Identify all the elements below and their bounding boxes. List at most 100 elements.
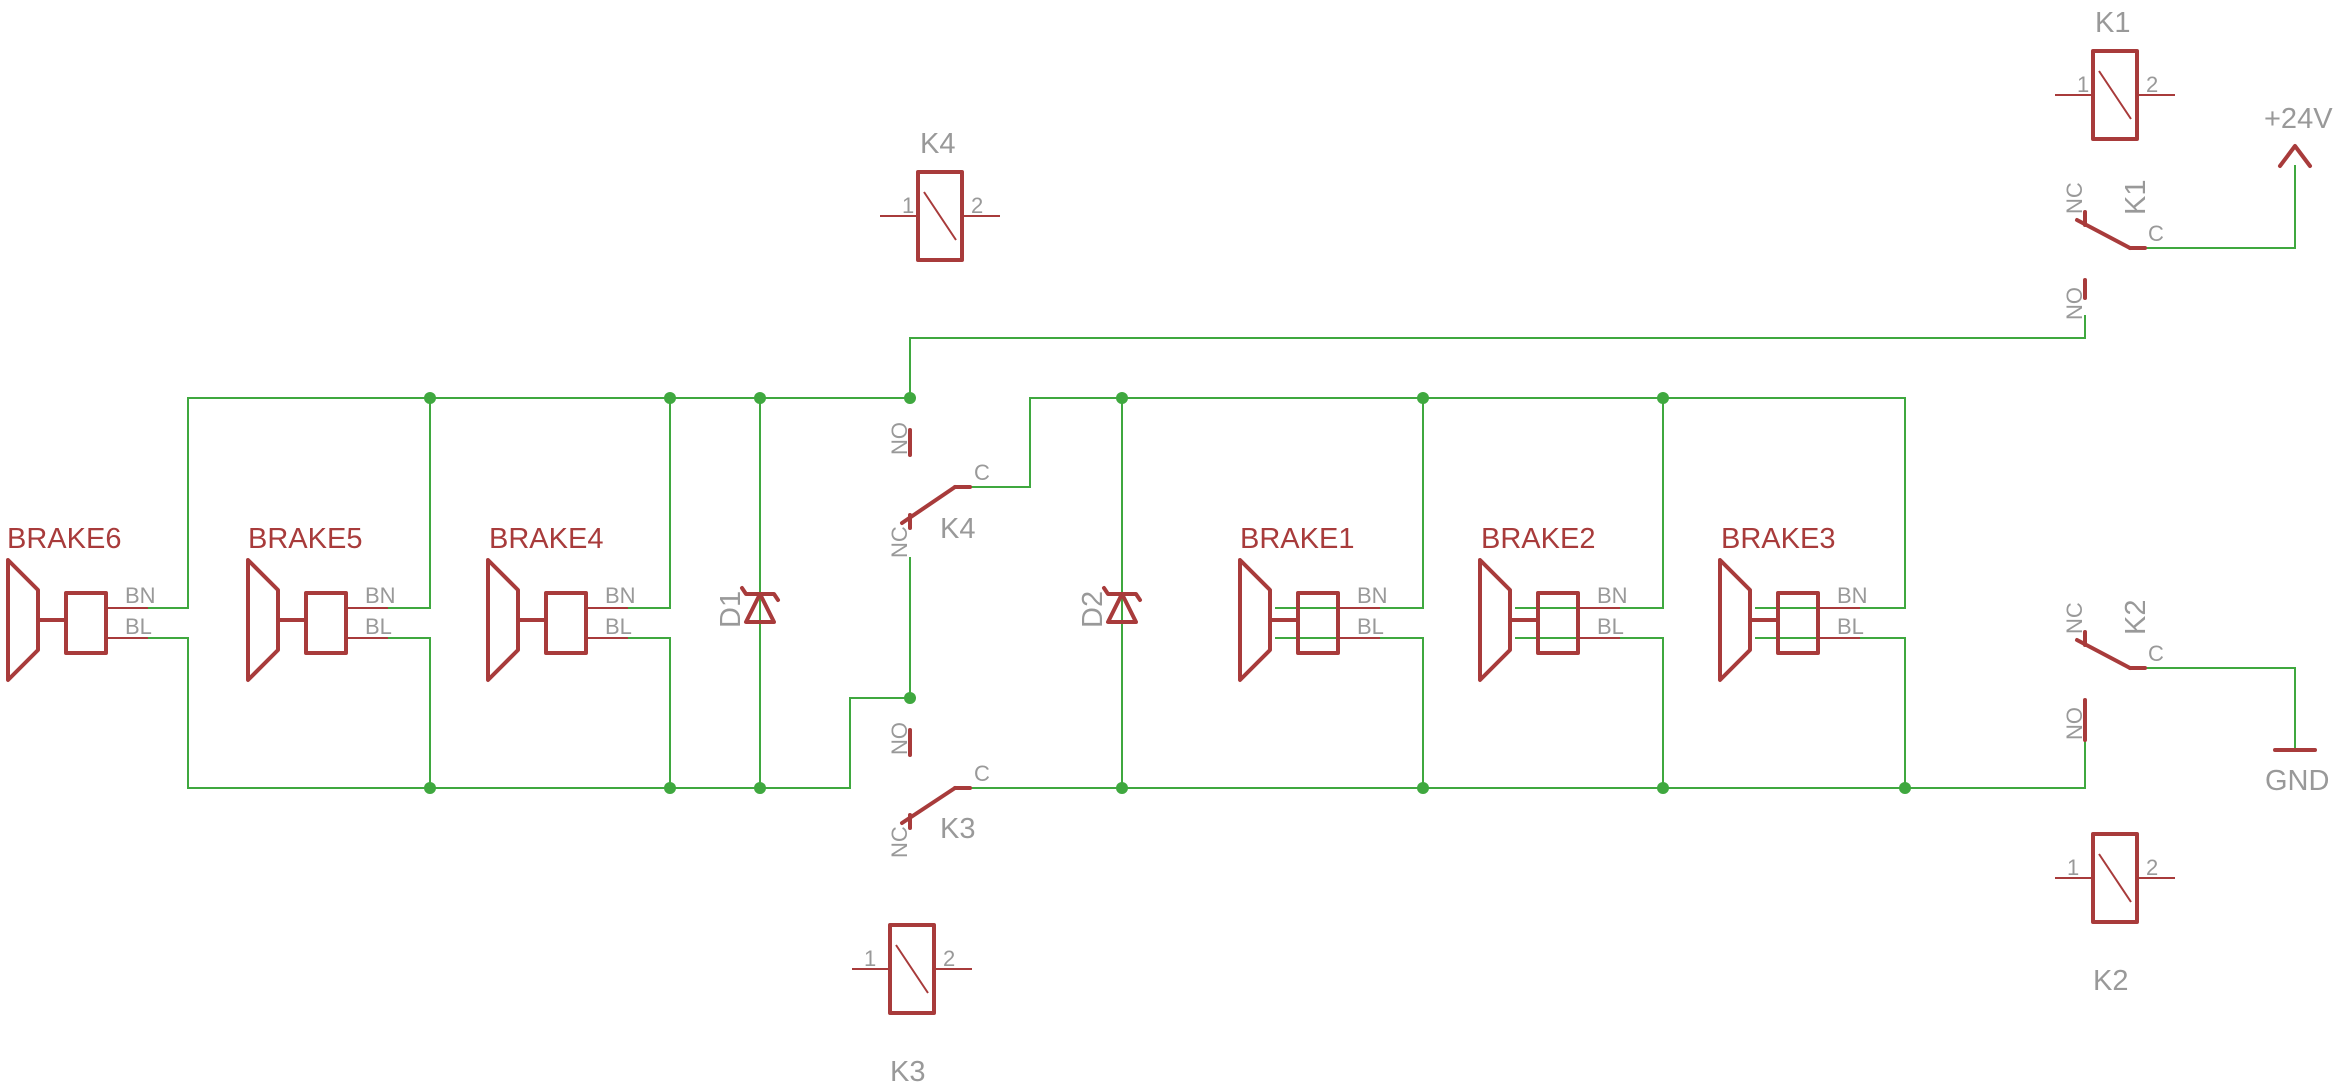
- junction: [904, 392, 916, 404]
- wire-brake4-top: [628, 398, 671, 609]
- brake-coil: [1296, 591, 1340, 655]
- brake-coil: [1776, 591, 1820, 655]
- coil-pin2-label: 2: [971, 193, 983, 218]
- wire-brake5-bottom: [388, 637, 431, 788]
- switch-c-label: C: [2148, 641, 2164, 666]
- brake-pin-bn-label: BN: [1837, 583, 1868, 608]
- brake-pin-bn-label: BN: [365, 583, 396, 608]
- brake-pin-bl-label: BL: [1597, 614, 1624, 639]
- supply-arrow-icon: [2278, 144, 2312, 168]
- junction: [1116, 782, 1128, 794]
- supply-label: +24V: [2264, 103, 2333, 135]
- brake-pin-bl-label: BL: [1357, 614, 1384, 639]
- diode-d2: D2: [1077, 586, 1142, 628]
- switch-nc-label: NC: [2062, 602, 2087, 634]
- brake-coil: [64, 591, 108, 655]
- diode-cathode: [1102, 586, 1142, 602]
- brake-brake4: BRAKE4 BN BL: [486, 523, 636, 682]
- coil-pin1-label: 1: [864, 946, 876, 971]
- brake-pin-bl-label: BL: [365, 614, 392, 639]
- junction: [1899, 782, 1911, 794]
- junction: [1657, 782, 1669, 794]
- brake-brake1: BRAKE1 BN BL: [1238, 523, 1388, 682]
- coil-slash: [923, 191, 957, 241]
- switch-name: K1: [2120, 180, 2152, 215]
- power-gnd: GND: [2265, 748, 2329, 797]
- switch-name: K3: [940, 813, 975, 845]
- ground-label: GND: [2265, 765, 2329, 797]
- diode-triangle: [744, 592, 776, 624]
- wire-brake1-top: [1275, 398, 1424, 609]
- brake-coil: [544, 591, 588, 655]
- coil-pin2-label: 2: [2146, 855, 2158, 880]
- switch-nc-label: NC: [887, 526, 912, 558]
- relay-switch-k1: NC NO C K1: [2062, 180, 2164, 320]
- brake-brake6: BRAKE6 BN BL: [6, 523, 156, 682]
- brake-cone: [1478, 558, 1512, 682]
- coil-slash: [2098, 853, 2132, 903]
- coil-pin1-label: 1: [2067, 855, 2079, 880]
- brake-pin-bn-label: BN: [1597, 583, 1628, 608]
- switch-nc-label: NC: [2062, 182, 2087, 214]
- relay-coil-k4: 1 2 K4: [880, 128, 1000, 262]
- wire-k3c-right-bottom: [970, 740, 2086, 789]
- wire-brake1-bottom: [1275, 637, 1424, 788]
- coil-name: K2: [2093, 965, 2128, 997]
- diode-triangle: [1106, 592, 1138, 624]
- brake-pin-bl-label: BL: [125, 614, 152, 639]
- coil-pin2-label: 2: [943, 946, 955, 971]
- relay-switch-k2: NC NO C K2: [2062, 600, 2164, 742]
- junction: [754, 392, 766, 404]
- coil-pin1-label: 1: [2077, 72, 2089, 97]
- relay-coil-k1: 1 2 K1: [2055, 7, 2175, 141]
- switch-arm: [900, 485, 957, 525]
- wires: [148, 165, 2296, 789]
- coil-slash: [2098, 70, 2132, 120]
- wire-k4no-to-k1no: [909, 315, 2086, 398]
- wire-brake3-bottom: [1755, 637, 1906, 788]
- switch-c-label: C: [974, 761, 990, 786]
- brake-cone: [6, 558, 40, 682]
- brake-cone: [486, 558, 520, 682]
- wire-brake5-top: [388, 398, 431, 609]
- brake-cone: [1238, 558, 1272, 682]
- brake-coil: [304, 591, 348, 655]
- coil-slash: [895, 944, 929, 994]
- brake-pin-bn-label: BN: [125, 583, 156, 608]
- wire-k2c-to-gnd: [2145, 667, 2296, 748]
- junction: [664, 392, 676, 404]
- brake-pin-bn-label: BN: [1357, 583, 1388, 608]
- brake-name: BRAKE4: [489, 523, 603, 555]
- brake-name: BRAKE3: [1721, 523, 1835, 555]
- diode-label: D2: [1077, 591, 1109, 628]
- switch-no-label: NO: [887, 422, 912, 455]
- brake-coil: [1536, 591, 1580, 655]
- junction: [424, 782, 436, 794]
- junctions: [424, 392, 1911, 794]
- junction: [1417, 392, 1429, 404]
- switch-c-label: C: [974, 460, 990, 485]
- junction: [664, 782, 676, 794]
- junction: [904, 692, 916, 704]
- junction: [1417, 782, 1429, 794]
- diode-d1: D1: [715, 586, 780, 628]
- brake-brake3: BRAKE3 BN BL: [1718, 523, 1868, 682]
- wire-brake2-top: [1515, 398, 1664, 609]
- relay-switch-k3: NO NC C K3: [887, 722, 990, 858]
- coil-pin2-label: 2: [2146, 72, 2158, 97]
- junction: [1116, 392, 1128, 404]
- switch-no-label: NO: [2062, 707, 2087, 740]
- coil-name: K4: [920, 128, 955, 160]
- brake-name: BRAKE5: [248, 523, 362, 555]
- brake-name: BRAKE1: [1240, 523, 1354, 555]
- wire-left-top-bus: [148, 397, 910, 609]
- switch-no-label: NO: [2062, 287, 2087, 320]
- relay-coil-k3: 1 2 K3: [852, 923, 972, 1087]
- brake-brake2: BRAKE2 BN BL: [1478, 523, 1628, 682]
- brake-name: BRAKE6: [7, 523, 121, 555]
- switch-name: K4: [940, 513, 975, 545]
- coil-name: K1: [2095, 7, 2130, 39]
- switch-arm: [900, 786, 957, 825]
- wire-k1c-to-24v: [2145, 165, 2296, 249]
